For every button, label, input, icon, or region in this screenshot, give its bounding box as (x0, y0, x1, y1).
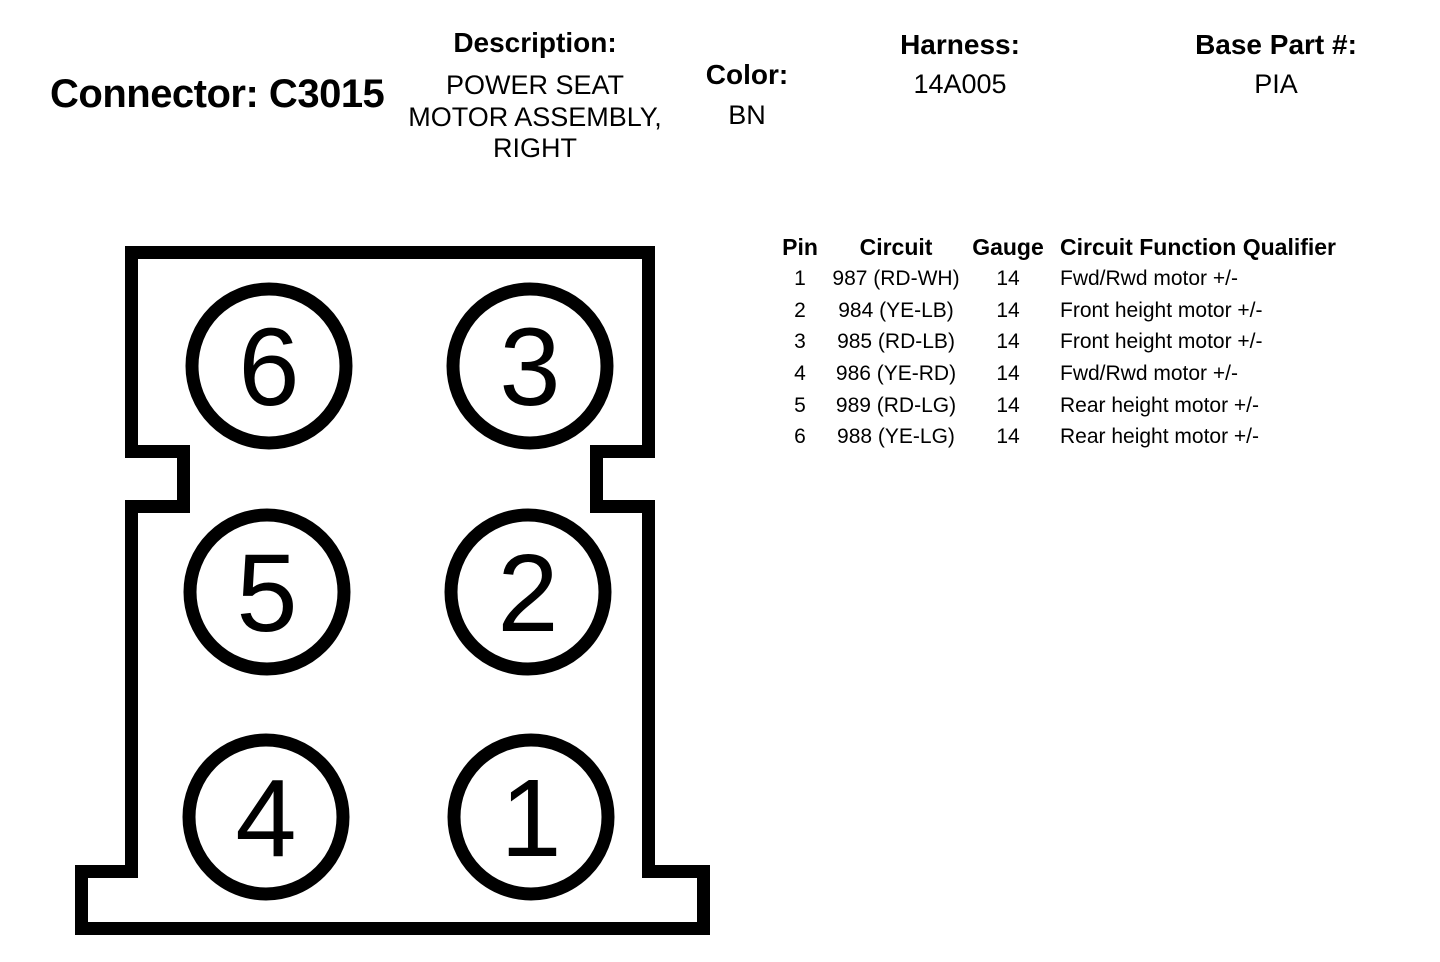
cavity-1: 1 (447, 733, 615, 901)
circuit-cell: 989 (RD-LG) (835, 393, 957, 417)
gauge-cell: 14 (996, 330, 1020, 354)
circuit-cell: 984 (YE-LB) (838, 298, 954, 322)
connector-body-outline (75, 246, 710, 935)
base-part-value: PIA (1254, 69, 1298, 99)
table-row: 2 984 (YE-LB) 14 Front height motor +/- (770, 295, 1418, 327)
cavity-2: 2 (444, 508, 612, 676)
cavity-1-circle (447, 733, 615, 901)
description-line-2: MOTOR ASSEMBLY, (408, 101, 662, 132)
cavity-5-circle (183, 508, 351, 676)
qualifier-cell: Front height motor +/- (1060, 330, 1263, 354)
cavity-4: 4 (182, 733, 350, 901)
table-row: 4 986 (YE-RD) 14 Fwd/Rwd motor +/- (770, 358, 1418, 390)
cavity-5-number: 5 (236, 532, 297, 655)
circuit-cell: 988 (YE-LG) (837, 425, 955, 449)
qualifier-cell: Fwd/Rwd motor +/- (1060, 267, 1238, 290)
qualifier-cell: Fwd/Rwd motor +/- (1060, 362, 1238, 386)
cavity-6: 6 (185, 282, 353, 450)
description-line-3: RIGHT (493, 133, 577, 163)
pin-cell: 6 (794, 425, 806, 449)
cavity-6-circle (185, 282, 353, 450)
cavity-2-number: 2 (497, 532, 558, 655)
cavity-6-number: 6 (238, 306, 299, 429)
col-header-pin: Pin (782, 233, 818, 260)
qualifier-cell: Front height motor +/- (1060, 298, 1263, 322)
col-header-gauge: Gauge (972, 233, 1044, 260)
gauge-cell: 14 (996, 425, 1020, 449)
cavity-1-number: 1 (500, 757, 561, 880)
col-header-circuit: Circuit (859, 233, 933, 260)
pin-table: Pin Circuit Gauge Circuit Function Quali… (770, 230, 1418, 453)
cavity-4-number: 4 (235, 757, 296, 880)
pin-cell: 3 (794, 330, 806, 354)
gauge-cell: 14 (996, 393, 1020, 417)
table-row: 3 985 (RD-LB) 14 Front height motor +/- (770, 326, 1418, 358)
harness-value: 14A005 (913, 69, 1007, 99)
table-row: 1 987 (RD-WH) 14 Fwd/Rwd motor +/- (770, 263, 1418, 295)
col-header-qualifier: Circuit Function Qualifier (1060, 233, 1337, 260)
connector-title: Connector: C3015 (50, 72, 385, 116)
pin-cell: 5 (794, 393, 806, 417)
pin-cell: 2 (794, 298, 806, 322)
gauge-cell: 14 (996, 362, 1020, 386)
gauge-cell: 14 (996, 298, 1020, 322)
gauge-cell: 14 (996, 267, 1020, 290)
harness-label: Harness: (900, 29, 1020, 60)
qualifier-cell: Rear height motor +/- (1060, 393, 1260, 417)
color-value: BN (728, 100, 766, 130)
base-part-label: Base Part #: (1195, 29, 1357, 60)
circuit-cell: 987 (RD-WH) (832, 267, 960, 290)
description-value: POWER SEAT MOTOR ASSEMBLY, RIGHT (395, 70, 675, 165)
description-label: Description: (453, 27, 617, 58)
cavity-2-circle (444, 508, 612, 676)
circuit-cell: 985 (RD-LB) (837, 330, 955, 354)
cavity-3-circle (446, 282, 614, 450)
cavity-4-circle (182, 733, 350, 901)
description-line-1: POWER SEAT (445, 70, 625, 100)
cavity-3-number: 3 (499, 306, 560, 429)
table-row: 6 988 (YE-LG) 14 Rear height motor +/- (770, 421, 1418, 453)
table-row: 5 989 (RD-LG) 14 Rear height motor +/- (770, 390, 1418, 422)
qualifier-cell: Rear height motor +/- (1060, 425, 1260, 449)
pin-cell: 1 (794, 267, 806, 290)
color-label: Color: (705, 59, 789, 90)
pin-cell: 4 (794, 362, 806, 386)
cavity-5: 5 (183, 508, 351, 676)
circuit-cell: 986 (YE-RD) (835, 362, 957, 386)
pin-table-header: Pin Circuit Gauge Circuit Function Quali… (770, 230, 1418, 263)
cavity-3: 3 (446, 282, 614, 450)
